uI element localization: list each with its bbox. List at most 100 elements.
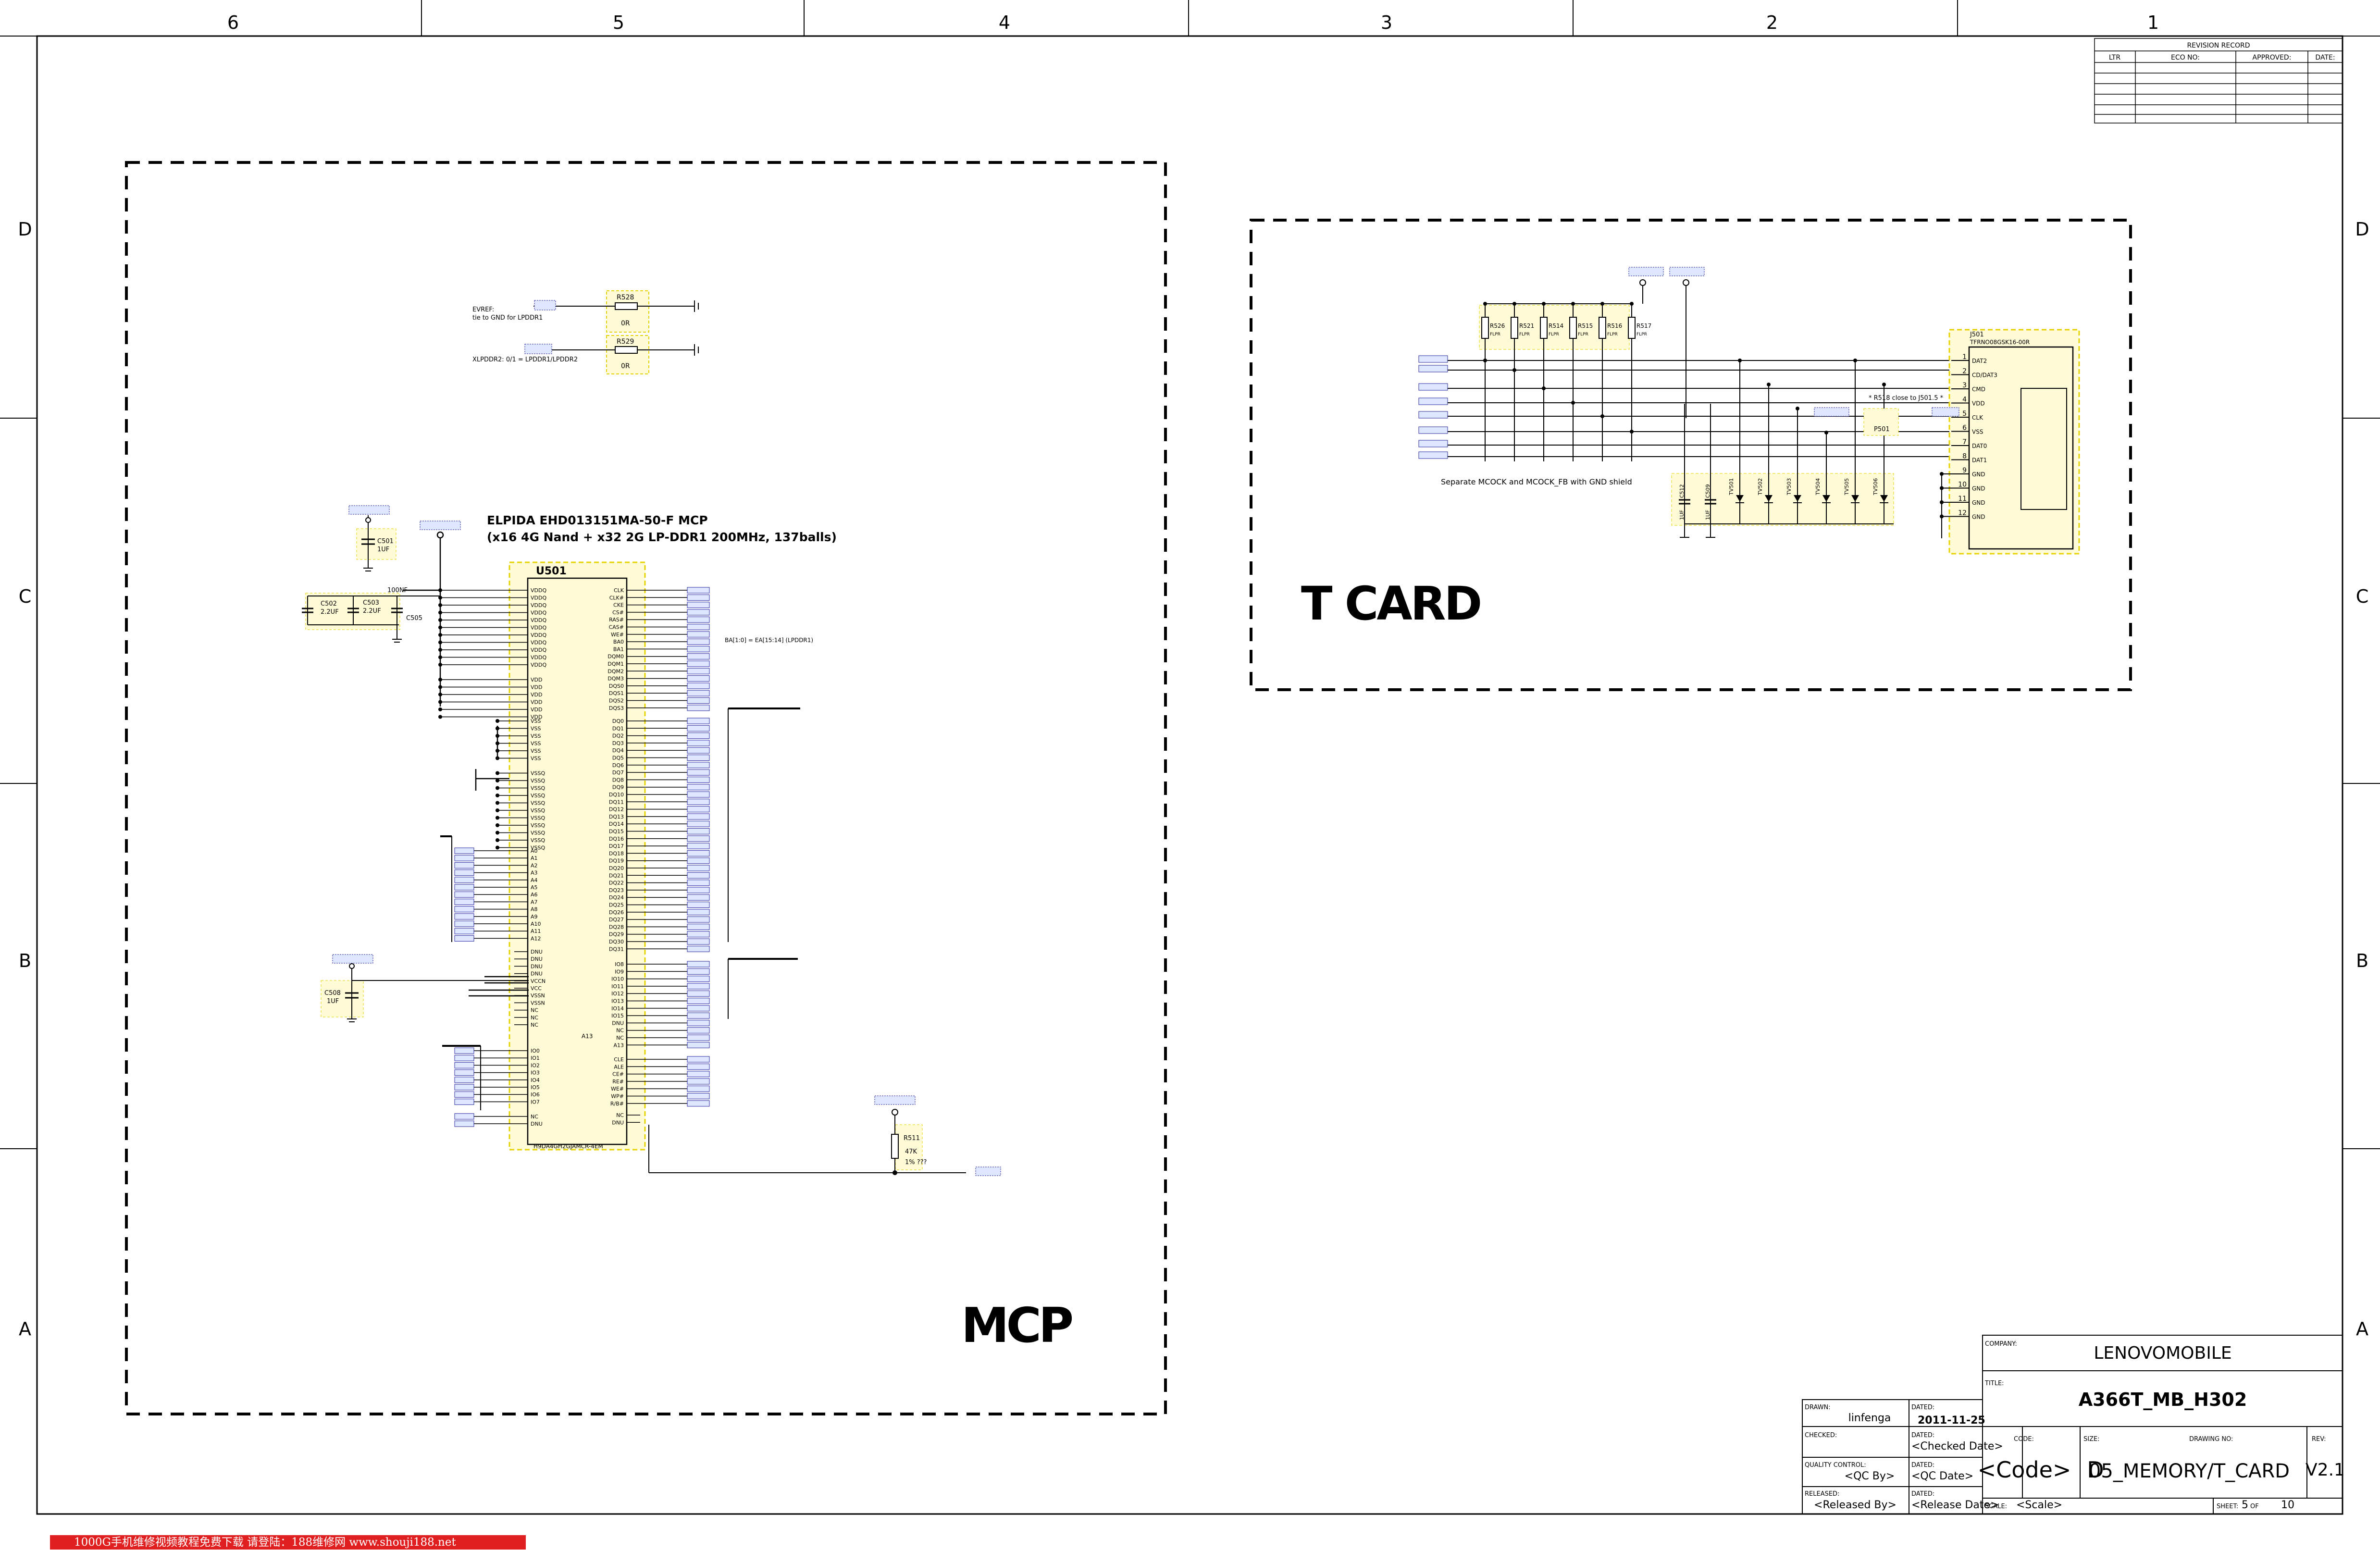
svg-text:WE#: WE#	[611, 1086, 624, 1092]
zone-row-d-left: D	[18, 219, 32, 240]
svg-text:VDD: VDD	[531, 677, 542, 683]
svg-text:DAT2: DAT2	[1972, 358, 1987, 364]
u501-pin-power-5: VDDQ	[514, 625, 546, 631]
svg-text:IO14: IO14	[611, 1005, 624, 1012]
rev-label: REV:	[2312, 1436, 2326, 1443]
svg-text:A6: A6	[531, 892, 538, 898]
svg-text:DQS3: DQS3	[609, 705, 624, 711]
u501-pin-nand-5: WP#	[611, 1093, 710, 1100]
u501-pin-vss-15: VSSQ	[514, 830, 545, 836]
svg-text:C512: C512	[1679, 484, 1685, 498]
zone-row-c-right: C	[2356, 586, 2369, 607]
svg-text:IO8: IO8	[615, 961, 624, 968]
watermark-banner[interactable]: 1000G手机维修视频教程免费下载 请登陆：188维修网 www.shouji1…	[50, 1535, 526, 1550]
svg-text:A1: A1	[531, 855, 538, 861]
u501-pin-ctrl-4: RAS#	[609, 616, 710, 623]
svg-text:VDDQ: VDDQ	[531, 595, 546, 601]
svg-text:A0: A0	[531, 848, 538, 854]
svg-text:A13: A13	[613, 1042, 624, 1048]
u501-part-number: H9DA4GH2GJAMCR-4EM	[533, 1143, 603, 1150]
r511-resistor	[648, 1109, 966, 1175]
c508-label: C508	[324, 990, 341, 997]
u501-pin-nand-6: R/B#	[610, 1100, 710, 1107]
released-by: <Released By>	[1814, 1499, 1897, 1511]
svg-text:CMD: CMD	[1972, 386, 1985, 393]
u501-pin-misc-1: DNU	[514, 956, 543, 962]
qc-date: <QC Date>	[1911, 1470, 1973, 1482]
gnd-junction-dot	[496, 771, 499, 775]
u501-pin-misc-0: DNU	[514, 949, 543, 955]
svg-text:DNU: DNU	[612, 1020, 624, 1026]
svg-text:FLPR: FLPR	[1549, 332, 1559, 337]
zone-row-d-right: D	[2355, 219, 2369, 240]
j501-body	[1968, 346, 2074, 550]
u501-pin-dq-22: DQ22	[609, 880, 710, 886]
svg-text:VSS: VSS	[531, 756, 541, 762]
svg-text:DQ27: DQ27	[609, 917, 624, 923]
svg-text:IO1: IO1	[531, 1055, 540, 1061]
svg-text:VSSQ: VSSQ	[531, 800, 545, 807]
svg-text:DAT0: DAT0	[1972, 443, 1987, 449]
u501-pin-addr-2: A2	[454, 862, 538, 869]
svg-text:DNU: DNU	[531, 949, 543, 955]
u501-pin-io-1: IO1	[454, 1055, 540, 1061]
sheet-of-label: OF	[2250, 1503, 2259, 1510]
u501-pin-dq-24: DQ24	[609, 894, 710, 901]
svg-text:VSSQ: VSSQ	[531, 778, 545, 784]
svg-text:IO3: IO3	[531, 1070, 540, 1076]
u501-pin-power-4: VDDQ	[514, 617, 546, 623]
u501-pin-ctrl-16: DQS3	[609, 705, 710, 711]
u501-pin-ctrl-1: CLK#	[609, 594, 710, 601]
svg-text:GND: GND	[1972, 499, 1985, 506]
zone-row-c-left: C	[19, 586, 32, 607]
u501-pin-misc-2: DNU	[514, 963, 543, 969]
u501-pin-dq-8: DQ8	[612, 776, 710, 783]
u501-pin-vss-10: VSSQ	[514, 793, 545, 799]
gnd-junction-dot	[496, 823, 499, 827]
svg-text:VSSQ: VSSQ	[531, 770, 545, 777]
decoupling-caps	[302, 593, 440, 643]
u501-pin-nand-3: RE#	[612, 1078, 710, 1085]
u501-pin-addr-5: A5	[454, 884, 538, 891]
u501-pin-dq-6: DQ6	[612, 762, 710, 769]
u501-pin-io-hi-0: IO8	[615, 961, 710, 968]
svg-text:RAS#: RAS#	[609, 617, 624, 623]
checked-date: <Checked Date>	[1911, 1440, 2003, 1452]
u501-pin-dq-9: DQ9	[612, 784, 710, 791]
svg-text:DQ17: DQ17	[609, 843, 624, 849]
u501-pin-vss-4: VSS	[514, 748, 541, 754]
u501-pin-power-2: VDDQ	[514, 602, 546, 608]
svg-text:CAS#: CAS#	[609, 624, 624, 631]
u501-pin-addr-1: A1	[454, 855, 538, 861]
svg-text:FLPR: FLPR	[1490, 332, 1500, 337]
svg-text:DQ22: DQ22	[609, 880, 624, 886]
u501-pin-dq-18: DQ18	[609, 850, 710, 856]
u501-pin-ctrl-10: DQM1	[607, 660, 710, 667]
rev-value: V2.1	[2306, 1460, 2345, 1480]
svg-text:A4: A4	[531, 877, 538, 883]
svg-text:TV502: TV502	[1757, 478, 1763, 496]
u501-pin-addr-3: A3	[454, 869, 538, 876]
svg-text:DNU: DNU	[531, 963, 543, 969]
svg-text:A5: A5	[531, 884, 538, 891]
mcp-part-line-1: ELPIDA EHD013151MA-50-F MCP	[487, 513, 708, 527]
svg-text:1UF: 1UF	[1705, 510, 1711, 520]
svg-text:VDD: VDD	[531, 699, 542, 706]
svg-text:DQ28: DQ28	[609, 924, 624, 930]
svg-text:ALE: ALE	[614, 1064, 624, 1070]
j501-refdes: J501	[1970, 331, 1984, 338]
u501-pin-vss-17: VSSQ	[514, 845, 545, 851]
svg-text:VDD: VDD	[531, 684, 542, 691]
tcard-net-2	[1418, 383, 1971, 391]
svg-text:8: 8	[1962, 453, 1967, 460]
svg-text:DNU: DNU	[531, 971, 543, 977]
u501-pin-io-hi-4: IO12	[611, 990, 710, 997]
svg-text:12: 12	[1958, 509, 1967, 517]
u501-pin-bottom-1: DNU	[612, 1119, 640, 1126]
svg-text:R515: R515	[1578, 323, 1593, 329]
svg-text:VDDQ: VDDQ	[531, 610, 546, 616]
svg-text:VSS: VSS	[531, 748, 541, 754]
u501-pin-misc-3: DNU	[514, 971, 543, 977]
svg-text:CLK: CLK	[1972, 414, 1983, 421]
